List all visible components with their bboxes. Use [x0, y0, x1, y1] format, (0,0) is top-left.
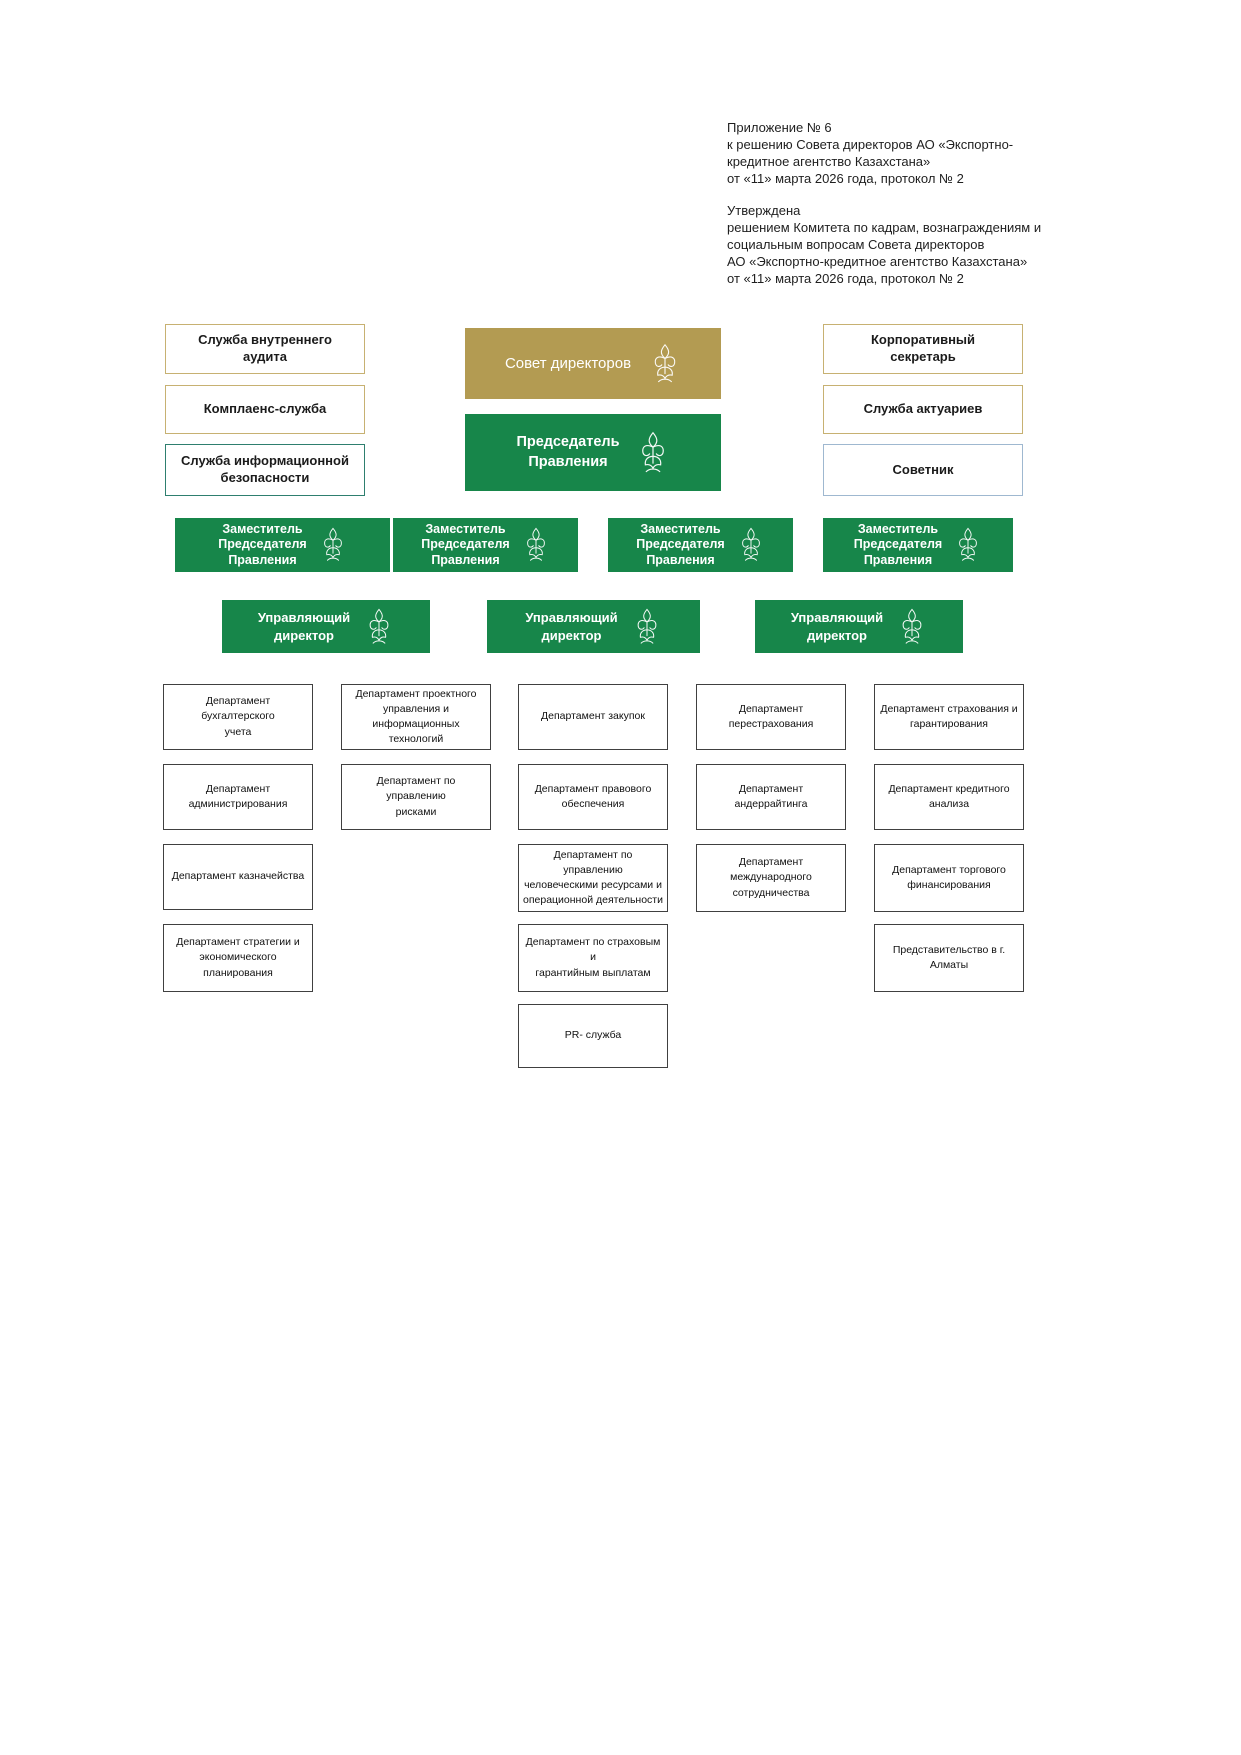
deputy-label: Заместитель Председателя Правления: [421, 521, 510, 567]
box-deputy-chairman-3: Заместитель Председателя Правления: [608, 518, 793, 572]
box-dept-international-cooperation: Департамент международного сотрудничеств…: [696, 844, 846, 912]
ornament-icon: [636, 431, 670, 475]
dept-label: Департамент андеррайтинга: [734, 782, 808, 810]
box-actuary-service: Служба актуариев: [823, 385, 1023, 434]
infosec-label: Служба информационной безопасности: [181, 453, 349, 485]
box-pr-service: PR- служба: [518, 1004, 668, 1068]
box-dept-insurance-guaranteeing: Департамент страхования и гарантирования: [874, 684, 1024, 750]
box-dept-trade-finance: Департамент торгового финансирования: [874, 844, 1024, 912]
board-label: Совет директоров: [504, 355, 632, 372]
box-chairman-of-board: Председатель Правления: [465, 414, 721, 491]
dept-label: Департамент страхования и гарантирования: [880, 702, 1018, 730]
chairman-label: Председатель Правления: [516, 433, 620, 470]
box-compliance-service: Комплаенс-служба: [165, 385, 365, 434]
dept-label: Департамент торгового финансирования: [892, 863, 1006, 891]
dept-label: Департамент по управлению рисками: [376, 775, 456, 818]
ornament-icon: [954, 527, 982, 563]
box-dept-hr-operations: Департамент по управлению человеческими …: [518, 844, 668, 912]
ornament-icon: [522, 527, 550, 563]
managing-director-label: Управляющий директор: [525, 609, 618, 643]
ornament-icon: [649, 343, 681, 385]
dept-label: Департамент кредитного анализа: [888, 782, 1010, 810]
box-managing-director-3: Управляющий директор: [755, 600, 963, 653]
dept-label: Департамент международного сотрудничеств…: [730, 856, 812, 899]
box-dept-risk-management: Департамент по управлению рисками: [341, 764, 491, 830]
compliance-label: Комплаенс-служба: [203, 401, 327, 417]
box-dept-credit-analysis: Департамент кредитного анализа: [874, 764, 1024, 830]
box-almaty-representative-office: Представительство в г. Алматы: [874, 924, 1024, 992]
dept-label: Департамент стратегии и экономического п…: [176, 936, 300, 979]
box-dept-treasury: Департамент казначейства: [163, 844, 313, 910]
dept-label: Департамент закупок: [541, 710, 645, 723]
deputy-label: Заместитель Председателя Правления: [218, 521, 307, 567]
box-corporate-secretary: Корпоративный секретарь: [823, 324, 1023, 374]
dept-label: Департамент проектного управления и инфо…: [355, 687, 477, 746]
appendix-note: Приложение № 6 к решению Совета директор…: [727, 120, 1014, 186]
managing-director-label: Управляющий директор: [257, 609, 351, 643]
box-dept-project-it: Департамент проектного управления и инфо…: [341, 684, 491, 750]
dept-label: Департамент по управлению человеческими …: [523, 848, 663, 907]
box-deputy-chairman-2: Заместитель Председателя Правления: [393, 518, 578, 572]
box-dept-reinsurance: Департамент перестрахования: [696, 684, 846, 750]
managing-director-label: Управляющий директор: [790, 609, 884, 643]
ornament-icon: [737, 527, 765, 563]
box-deputy-chairman-4: Заместитель Председателя Правления: [823, 518, 1013, 572]
internal-audit-label: Служба внутреннего аудита: [198, 332, 332, 364]
ornament-icon: [364, 608, 394, 646]
box-dept-legal: Департамент правового обеспечения: [518, 764, 668, 830]
box-dept-underwriting: Департамент андеррайтинга: [696, 764, 846, 830]
box-dept-insurance-guarantee-payouts: Департамент по страховым и гарантийным в…: [518, 924, 668, 992]
box-managing-director-2: Управляющий директор: [487, 600, 700, 653]
approval-note: Утверждена решением Комитета по кадрам, …: [727, 203, 1042, 286]
dept-label: Департамент бухгалтерского учета: [201, 695, 275, 738]
box-advisor: Советник: [823, 444, 1023, 496]
box-board-of-directors: Совет директоров: [465, 328, 721, 399]
advisor-label: Советник: [892, 461, 954, 477]
corporate-secretary-label: Корпоративный секретарь: [870, 332, 976, 364]
box-dept-administration: Департамент администрирования: [163, 764, 313, 830]
deputy-label: Заместитель Председателя Правления: [853, 521, 943, 567]
dept-label: Департамент правового обеспечения: [534, 782, 652, 810]
dept-label: Департамент администрирования: [188, 782, 288, 810]
box-deputy-chairman-1: Заместитель Председателя Правления: [175, 518, 390, 572]
actuary-label: Служба актуариев: [863, 401, 983, 417]
dept-label: Департамент перестрахования: [728, 702, 814, 730]
box-dept-strategy-planning: Департамент стратегии и экономического п…: [163, 924, 313, 992]
dept-label: Департамент по страховым и гарантийным в…: [525, 936, 661, 979]
ornament-icon: [897, 608, 927, 646]
box-managing-director-1: Управляющий директор: [222, 600, 430, 653]
ornament-icon: [319, 527, 347, 563]
ornament-icon: [632, 608, 662, 646]
box-internal-audit-service: Служба внутреннего аудита: [165, 324, 365, 374]
dept-label: Представительство в г. Алматы: [892, 943, 1006, 971]
box-dept-accounting: Департамент бухгалтерского учета: [163, 684, 313, 750]
box-dept-procurement: Департамент закупок: [518, 684, 668, 750]
dept-label: Департамент казначейства: [171, 870, 305, 883]
box-information-security-service: Служба информационной безопасности: [165, 444, 365, 496]
dept-label: PR- служба: [564, 1029, 622, 1042]
deputy-label: Заместитель Председателя Правления: [636, 521, 725, 567]
